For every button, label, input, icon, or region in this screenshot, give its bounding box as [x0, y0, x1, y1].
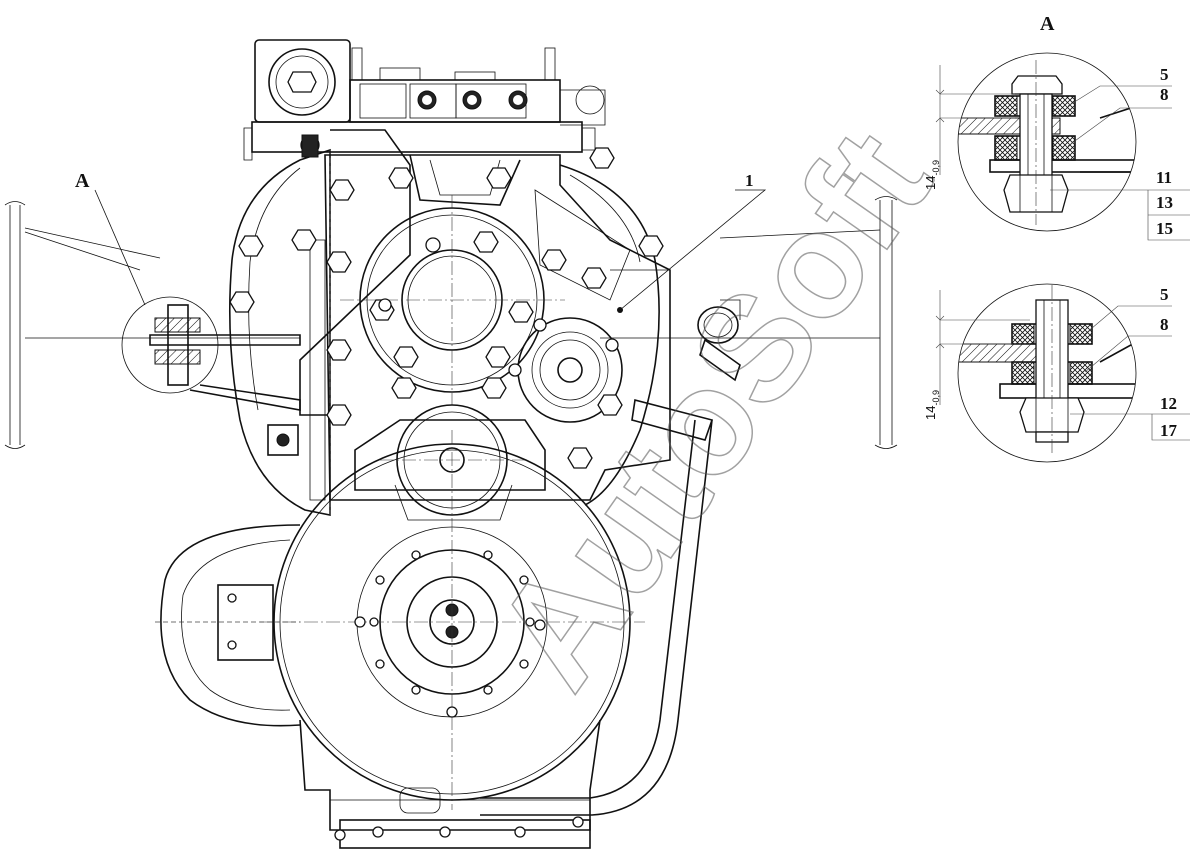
oil-pipe — [480, 299, 741, 816]
frame-rails — [4, 196, 898, 449]
hydraulic-distributor — [243, 39, 606, 161]
detail-top-dimension: 14-0,9 — [923, 160, 941, 190]
detail-bottom-label-17: 17 — [1160, 421, 1178, 440]
base-plate — [299, 719, 601, 849]
watermark-text: AutoSoft — [462, 101, 963, 716]
left-pump-housing — [155, 524, 301, 727]
callout-a-label: A — [75, 170, 90, 192]
detail-top-label-11: 11 — [1156, 168, 1172, 187]
detail-a-bottom: 14-0,9 5 8 12 17 — [923, 283, 1190, 463]
part-1-label: 1 — [745, 171, 754, 190]
detail-top-label-13: 13 — [1156, 193, 1173, 212]
detail-top-label-8: 8 — [1160, 85, 1169, 104]
detail-top-label-15: 15 — [1156, 219, 1173, 238]
detail-bottom-dimension: 14-0,9 — [923, 390, 941, 420]
leader-part-1: 1 — [617, 171, 767, 313]
upper-shaft-flange — [340, 195, 565, 405]
left-mount-bracket — [149, 304, 301, 456]
main-view: A 1 AutoSoft — [4, 39, 963, 849]
detail-bottom-label-8: 8 — [1160, 315, 1169, 334]
gearcase-plate — [299, 129, 671, 501]
detail-bottom-label-5: 5 — [1160, 285, 1169, 304]
detail-top-label-5: 5 — [1160, 65, 1169, 84]
detail-a-top: A 14-0,9 5 8 11 13 — [923, 13, 1190, 241]
callout-a-circle: A — [75, 170, 219, 394]
detail-a-title: A — [1040, 13, 1055, 35]
detail-bottom-label-12: 12 — [1160, 394, 1177, 413]
fasteners — [227, 147, 664, 841]
